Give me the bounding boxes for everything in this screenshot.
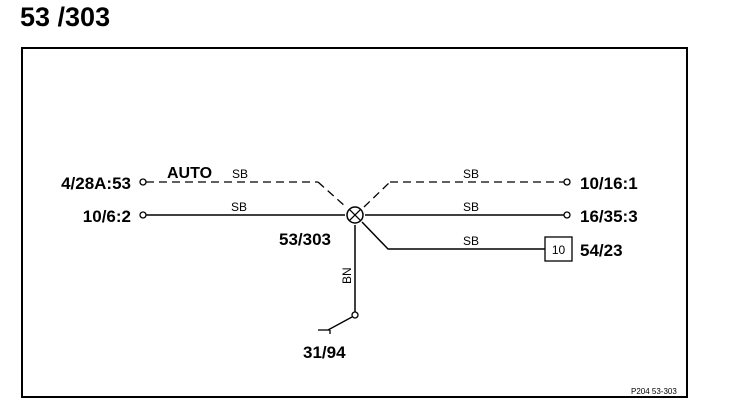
wire-right-bottom [361,221,545,250]
page-title: 53 /303 [20,2,111,32]
ground-label: 31/94 [303,343,346,362]
connector-label-left-top: 4/28A:53 [61,174,131,193]
ground-switch-symbol [318,311,359,334]
connector-label-right-top: 10/16:1 [580,174,638,193]
connector-label-left-bottom: 10/6:2 [83,207,131,226]
terminal-left-top [139,178,147,186]
wire-left-top-diagonal [317,181,347,208]
junction-symbol [346,206,364,224]
wire-color-right-top: SB [463,167,479,181]
mode-label: AUTO [167,165,212,182]
center-label: 53/303 [279,230,331,249]
connector-box [544,236,573,262]
wire-color-right-middle: SB [463,200,479,214]
wire-color-left-top: SB [232,167,248,181]
connector-label-right-bottom: 54/23 [580,241,623,260]
terminal-right-top [563,178,571,186]
wire-color-right-bottom: SB [463,234,479,248]
wire-right-top-diagonal [363,181,391,208]
wire-color-ground: BN [340,267,354,284]
wire-color-left-bottom: SB [231,200,247,214]
diagram-frame [21,47,688,398]
connector-label-right-middle: 16/35:3 [580,207,638,226]
connector-box-number: 10 [552,243,566,257]
terminal-left-bottom [139,211,147,219]
reference-code: P204 53-303 [631,387,677,396]
terminal-right-middle [563,211,571,219]
